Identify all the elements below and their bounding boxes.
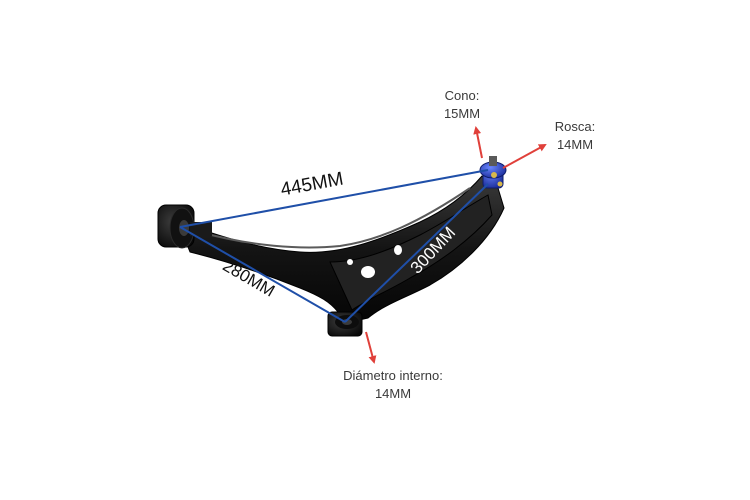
ball-joint (479, 156, 507, 189)
red-arrow-icon (473, 126, 483, 159)
rear-bushing (327, 311, 363, 337)
dimension-label-total: 445MM (279, 168, 345, 200)
callout-rosca-value: 14MM (556, 137, 594, 152)
dimension-line-total (179, 169, 489, 228)
dimension-lines (179, 169, 489, 323)
callout-cono-value: 15MM (443, 106, 481, 121)
dimension-line-rear (344, 183, 489, 323)
arm-web (329, 194, 493, 311)
red-arrow-icon (365, 331, 377, 364)
arm-hole (394, 245, 402, 255)
callout-cono-title: Cono: (444, 88, 480, 103)
dimension-line-front (179, 226, 346, 323)
callout-diametro-interno: Diámetro interno: 14MM (318, 367, 468, 403)
callout-rosca: Rosca: 14MM (543, 118, 607, 154)
callout-arrows (365, 126, 547, 364)
arm-hole (361, 266, 375, 278)
arm-hole (347, 259, 353, 265)
arm-flange (199, 187, 471, 249)
callout-diametro-interno-value: 14MM (374, 386, 412, 401)
callout-cono: Cono: 15MM (430, 87, 494, 123)
callout-diametro-interno-title: Diámetro interno: (343, 368, 443, 383)
callout-rosca-title: Rosca: (554, 119, 596, 134)
arm-body (177, 175, 505, 323)
red-arrow-icon (502, 144, 547, 169)
